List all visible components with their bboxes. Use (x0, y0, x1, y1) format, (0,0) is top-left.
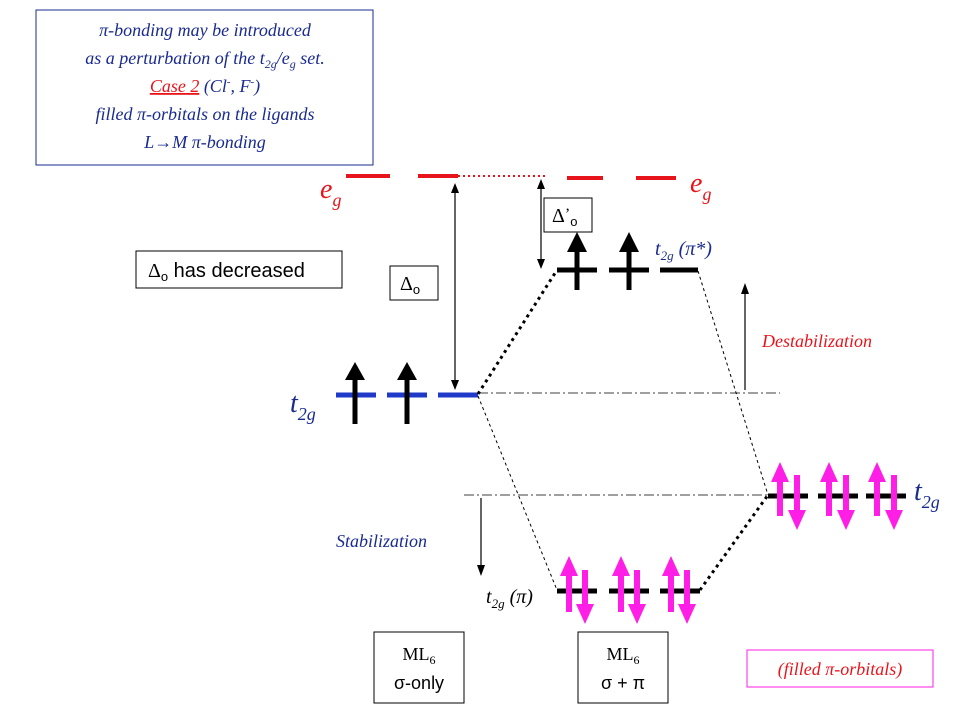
t2g-pistar-electrons (567, 232, 639, 290)
connector-t2g-to-pistar (476, 269, 559, 395)
filled-pi-orbitals-box: (filled π-orbitals) (746, 649, 934, 688)
destabilization-arrow (741, 283, 749, 390)
t2g-pi-label: t2g (π) (486, 586, 533, 611)
delta-o-prime-arrow (537, 179, 545, 269)
t2g-left-label: t2g (290, 388, 316, 424)
svg-text:σ-only: σ-only (394, 673, 444, 693)
t2g-pistar-label: t2g (π*) (655, 238, 712, 263)
svg-text:σ + π: σ + π (601, 673, 645, 693)
destabilization-label: Destabilization (761, 331, 872, 351)
info-line-2: as a perturbation of the t2g/eg set. (85, 48, 325, 71)
t2g-right-label: t2g (914, 476, 940, 512)
info-line-1: π-bonding may be introduced (99, 20, 312, 40)
ml6-sigma-pi-box: ML6 σ + π (577, 631, 669, 704)
svg-text:ML6: ML6 (607, 644, 640, 667)
ligand-t2g-electrons (771, 462, 903, 530)
connector-pistar-to-ligand (697, 270, 769, 496)
case-label: Case 2 (150, 76, 200, 96)
delta-o-arrow (451, 183, 459, 390)
stabilization-arrow (477, 498, 485, 576)
t2g-pi-electrons (560, 556, 696, 624)
eg-right-label: eg (690, 168, 711, 204)
delta-o-box: Δo (389, 265, 439, 301)
svg-text:ML6: ML6 (403, 644, 436, 667)
info-line-3: Case 2 (Cl-, F-) (150, 76, 260, 97)
filled-pi-orbitals-label: (filled π-orbitals) (778, 659, 903, 680)
svg-text:Δo: Δo (400, 273, 420, 297)
decrease-box: Δo has decreased (135, 250, 343, 289)
info-box: π-bonding may be introduced as a perturb… (35, 9, 374, 166)
ml6-sigma-only-box: ML6 σ-only (373, 631, 465, 704)
eg-left-label: eg (320, 174, 341, 210)
delta-o-prime-box: Δ’o (543, 197, 593, 233)
svg-text:Δ’o: Δ’o (552, 205, 577, 229)
info-line-5: L→M π-bonding (143, 132, 266, 152)
stabilization-label: Stabilization (336, 531, 427, 551)
info-line-4: filled π-orbitals on the ligands (95, 104, 314, 124)
info-box-frame (35, 9, 374, 166)
decrease-text: Δo has decreased (148, 260, 305, 284)
connector-t2g-to-pi (477, 395, 558, 591)
connector-pi-to-ligand (698, 494, 770, 591)
left-t2g-electrons (345, 362, 417, 424)
